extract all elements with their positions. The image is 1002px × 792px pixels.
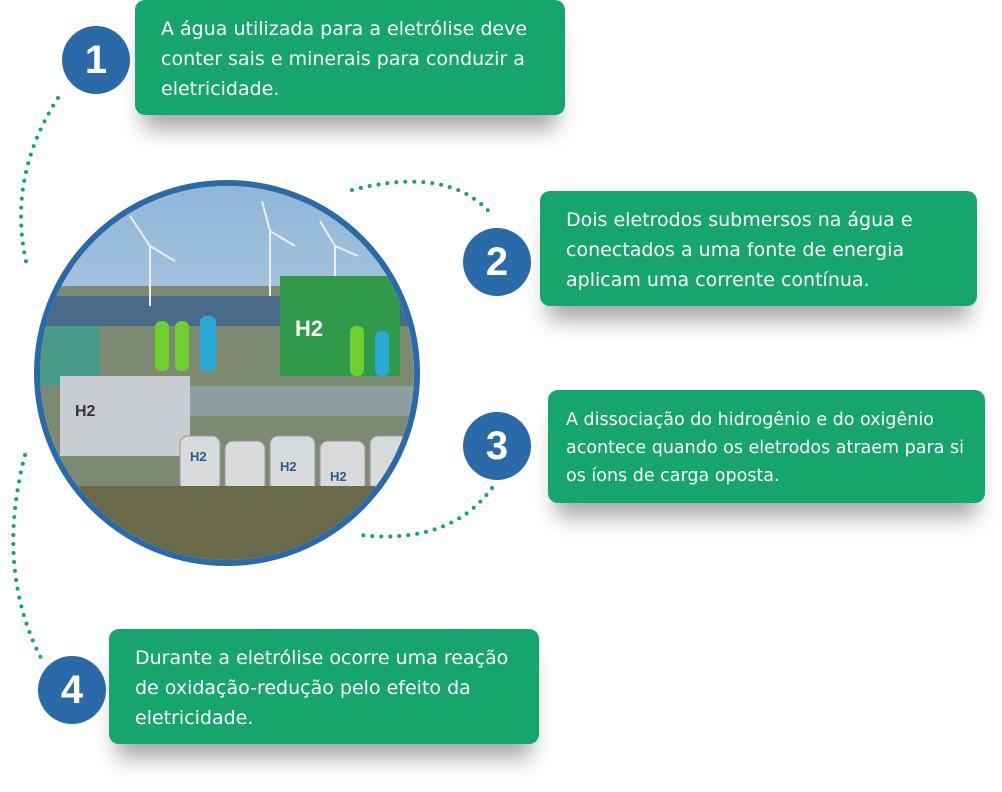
h2-label: H2 — [330, 469, 347, 484]
step-1-text: A água utilizada para a eletrólise deve … — [161, 18, 528, 100]
step-4-number: 4 — [38, 656, 106, 724]
h2-label: H2 — [295, 316, 323, 341]
step-4-card: Durante a eletrólise ocorre uma reação d… — [109, 629, 539, 744]
step-3-text: A dissociação do hidrogênio e do oxigêni… — [566, 410, 964, 486]
h2-label: H2 — [280, 459, 297, 474]
connector-1 — [19, 96, 60, 272]
step-2-card: Dois eletrodos submersos na água e conec… — [540, 191, 977, 306]
h2-label: H2 — [75, 403, 96, 420]
h2-label: H2 — [190, 449, 207, 464]
step-2-text: Dois eletrodos submersos na água e conec… — [566, 209, 913, 291]
step-1-number: 1 — [62, 26, 130, 94]
step-3-number: 3 — [463, 412, 531, 480]
step-1-card: A água utilizada para a eletrólise deve … — [135, 0, 565, 115]
hydrogen-plant-image: H2 H2 H2 H2 H2 — [34, 180, 420, 566]
step-2-number: 2 — [463, 228, 531, 296]
connector-3 — [358, 486, 494, 539]
step-4-text: Durante a eletrólise ocorre uma reação d… — [135, 647, 509, 729]
connector-2 — [350, 179, 494, 217]
connector-4 — [11, 453, 44, 662]
step-3-card: A dissociação do hidrogênio e do oxigêni… — [548, 390, 985, 503]
